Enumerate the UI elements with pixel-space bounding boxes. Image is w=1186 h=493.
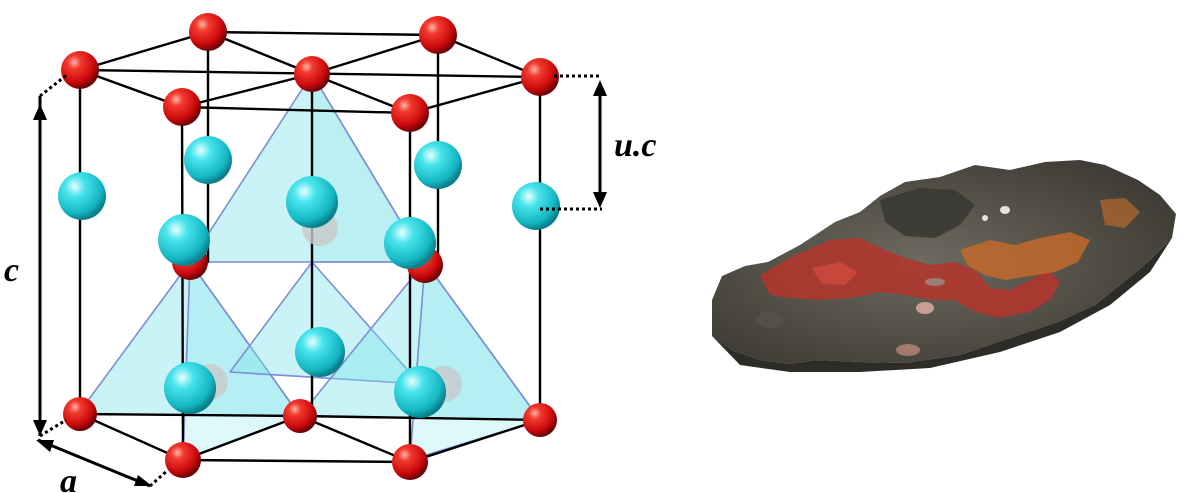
cation-atom: [61, 51, 99, 89]
red-mineral-patch: [760, 238, 1060, 318]
tetrahedra: [77, 73, 541, 461]
tetrahedron-lower-right-face: [409, 261, 541, 461]
anion-atom: [394, 366, 446, 418]
anion-atom: [512, 182, 560, 230]
orange-mineral-patch: [1100, 198, 1140, 228]
cation-atom: [521, 58, 559, 96]
anion-atom: [164, 362, 216, 414]
anion-atom: [384, 217, 436, 269]
arrow-head-icon: [134, 475, 152, 486]
cation-atom: [391, 94, 429, 132]
cation-atom: [294, 56, 330, 92]
c-axis-label: c: [4, 252, 19, 289]
arrow-head-icon: [33, 420, 47, 436]
uc-axis-label: u.c: [614, 127, 657, 164]
pale-crystal: [896, 344, 920, 356]
orange-mineral-patch: [960, 232, 1090, 280]
cations: [61, 13, 559, 480]
anion-atom: [414, 141, 462, 189]
tetrahedron-lower-mid: [229, 261, 421, 385]
cation-atom: [523, 403, 557, 437]
cation-atom: [283, 399, 317, 433]
pale-crystal: [982, 215, 988, 221]
arrow-head-icon: [33, 104, 47, 120]
grey-speckle: [925, 278, 945, 286]
anion-atom: [286, 176, 338, 228]
grey-speckle: [756, 312, 784, 328]
pale-crystal: [1000, 206, 1010, 214]
rock-body: [712, 160, 1176, 364]
a-axis-label: a: [60, 463, 77, 493]
cation-atom: [189, 13, 227, 51]
pale-crystal: [916, 302, 934, 314]
cation-atom: [165, 442, 201, 478]
front-anions: [58, 172, 560, 418]
crystal-structure: [58, 13, 560, 480]
anion-atom: [295, 327, 345, 377]
cation-atom: [392, 444, 428, 480]
cation-atom: [63, 397, 97, 431]
dark-mineral-patch: [880, 188, 975, 238]
cation-atom: [419, 16, 457, 54]
mineral-specimen-icon: [712, 160, 1176, 372]
arrow-head-icon: [593, 192, 607, 208]
red-mineral-patch: [812, 262, 858, 285]
anion-atom: [184, 136, 232, 184]
cation-atom: [163, 88, 201, 126]
arrow-head-icon: [36, 440, 54, 452]
arrow-head-icon: [593, 80, 607, 96]
anion-atom: [158, 214, 210, 266]
dimension-markers: [33, 72, 607, 488]
anion-atom: [58, 172, 106, 220]
